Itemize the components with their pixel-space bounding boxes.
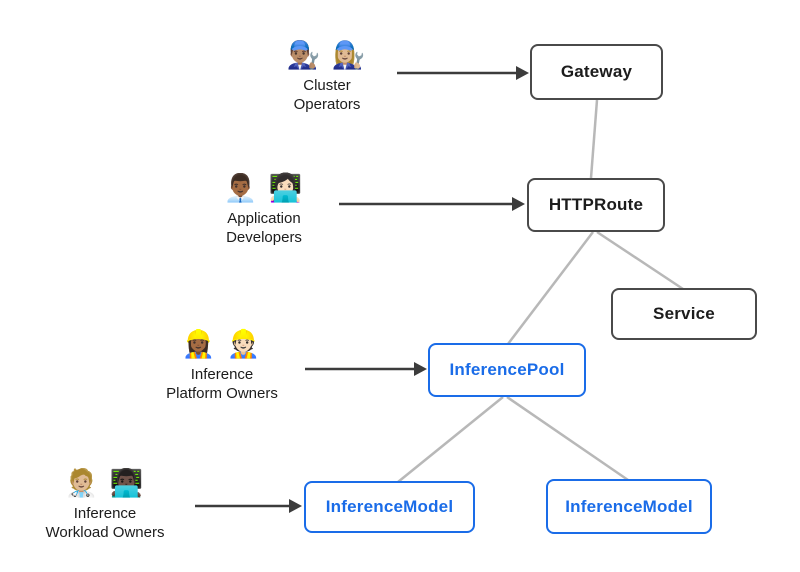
actor-label-line: Cluster bbox=[303, 77, 351, 94]
arrowhead-cluster-operators bbox=[516, 66, 529, 80]
actor-cluster-operators: 👨🏽‍🔧 👩🏼‍🔧 Cluster Operators bbox=[237, 38, 417, 114]
actor-inference-platform-owners-label: Inference Platform Owners bbox=[132, 365, 312, 403]
node-inferencemodel-left: InferenceModel bbox=[304, 481, 475, 533]
node-gateway-label: Gateway bbox=[560, 62, 633, 81]
node-inferencemodel-right: InferenceModel bbox=[546, 479, 712, 534]
edge-inferencepool-inferencemodel-left bbox=[397, 396, 504, 483]
edge-httproute-inferencepool bbox=[507, 231, 594, 345]
actor-label-line: Operators bbox=[293, 96, 361, 113]
actor-label-line: Inference bbox=[190, 366, 254, 383]
actor-arrows bbox=[195, 66, 529, 513]
edge-httproute-service bbox=[596, 230, 684, 291]
node-service-label: Service bbox=[653, 304, 715, 323]
developers-emoji-icon: 👨🏾‍💼 👩🏻‍💻 bbox=[223, 173, 305, 203]
node-inferencepool-label: InferencePool bbox=[449, 360, 565, 379]
actor-cluster-operators-label: Cluster Operators bbox=[237, 76, 417, 114]
workload-owners-emoji-icon: 🧑🏼‍⚕️ 👨🏿‍💻 bbox=[64, 468, 146, 498]
actor-label-line: Workload Owners bbox=[45, 524, 165, 541]
arrowhead-application-developers bbox=[512, 197, 525, 211]
node-gateway: Gateway bbox=[530, 44, 663, 100]
actor-application-developers: 👨🏾‍💼 👩🏻‍💻 Application Developers bbox=[174, 171, 354, 247]
mechanics-emoji-icon: 👨🏽‍🔧 👩🏼‍🔧 bbox=[286, 40, 368, 70]
arrowhead-inference-platform-owners bbox=[414, 362, 427, 376]
edge-inferencepool-inferencemodel-right bbox=[506, 395, 629, 482]
node-inferencepool: InferencePool bbox=[428, 343, 586, 397]
node-inferencemodel-left-label: InferenceModel bbox=[325, 497, 454, 516]
actor-application-developers-label: Application Developers bbox=[174, 209, 354, 247]
arrowhead-inference-workload-owners bbox=[289, 499, 302, 513]
actor-label-line: Developers bbox=[226, 229, 302, 246]
node-inferencemodel-right-label: InferenceModel bbox=[565, 496, 693, 516]
node-httproute: HTTPRoute bbox=[527, 178, 665, 232]
actor-inference-workload-owners: 🧑🏼‍⚕️ 👨🏿‍💻 Inference Workload Owners bbox=[15, 466, 195, 542]
actor-inference-platform-owners: 👷🏾‍♀️ 👷🏻 Inference Platform Owners bbox=[132, 327, 312, 403]
node-service: Service bbox=[611, 288, 757, 340]
actor-label-line: Application bbox=[227, 210, 301, 227]
edge-gateway-httproute bbox=[589, 99, 599, 179]
construction-workers-emoji-icon: 👷🏾‍♀️ 👷🏻 bbox=[181, 329, 263, 359]
actor-label-line: Platform Owners bbox=[166, 385, 278, 402]
actor-inference-workload-owners-label: Inference Workload Owners bbox=[15, 504, 195, 542]
node-httproute-label: HTTPRoute bbox=[548, 195, 644, 214]
actor-label-line: Inference bbox=[73, 505, 137, 522]
hierarchy-edges bbox=[397, 99, 684, 483]
